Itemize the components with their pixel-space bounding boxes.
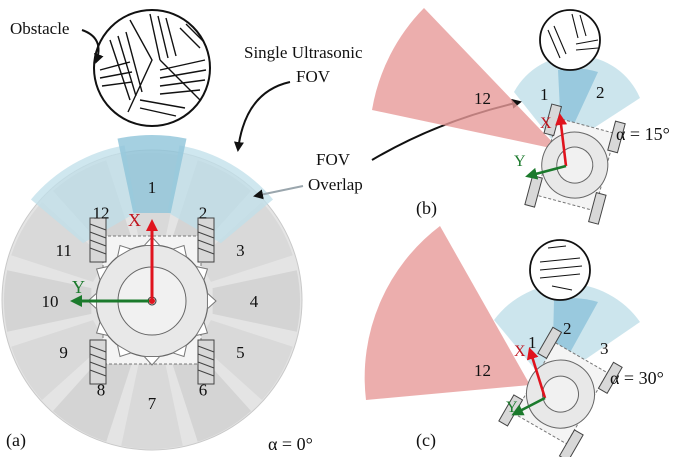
sector-label-9: 9 <box>59 343 68 362</box>
obstacle-shape-c <box>529 239 591 301</box>
panel-label-a: (a) <box>6 430 26 451</box>
sector-label-7: 7 <box>148 394 157 413</box>
single-fov-callout-line1: Single Ultrasonic <box>244 43 363 62</box>
sector-label-2: 2 <box>199 204 208 223</box>
sector-label-c-12: 12 <box>474 361 491 380</box>
fov-sector-7 <box>121 361 183 449</box>
robot-sensor-mount <box>171 244 188 258</box>
sector-label-3: 3 <box>236 241 245 260</box>
obstacle-shape-b <box>539 9 601 71</box>
robot-sensor-mount <box>195 320 209 337</box>
sector-label-11: 11 <box>55 241 71 260</box>
robot-sensor-mount <box>95 265 109 282</box>
x-axis-label-b: X <box>540 115 552 132</box>
robot-sensor-mount <box>195 265 209 282</box>
fov-sector-6 <box>171 347 252 442</box>
panel-c: X Y 12 1 2 3 (c) α = 30° <box>364 226 664 457</box>
sector-label-8: 8 <box>97 380 106 399</box>
sector-label-10: 10 <box>42 292 59 311</box>
robot-c <box>498 326 623 457</box>
sector-label-4: 4 <box>250 292 259 311</box>
sector-label-c-2: 2 <box>563 319 572 338</box>
robot-a <box>70 217 217 385</box>
robot-b <box>524 103 626 225</box>
robot-sensor-mount <box>116 244 133 258</box>
obstacle-callout: Obstacle <box>10 19 69 38</box>
y-axis-label-b: Y <box>514 153 526 170</box>
fov-sector-8 <box>52 347 133 442</box>
y-axis-label-a: Y <box>72 277 85 297</box>
fov-sector-12-red-c <box>364 226 530 400</box>
alpha-label-a: α = 0° <box>268 434 313 454</box>
fov-sector-2-blue <box>167 145 274 244</box>
overlap-callout-line2: Overlap <box>308 175 363 194</box>
panel-label-b: (b) <box>416 198 437 219</box>
sector-label-1: 1 <box>148 178 157 197</box>
robot-sensor-mount <box>206 292 217 310</box>
sector-label-b-1: 1 <box>540 85 549 104</box>
y-axis-label-c: Y <box>506 399 518 416</box>
fov-sector-4 <box>212 270 300 332</box>
fov-sector-1-blue <box>117 135 187 213</box>
fov-sector-10 <box>3 270 92 332</box>
fov-sector-12-blue <box>30 145 137 244</box>
robot-sensor-mount <box>116 344 133 358</box>
robot-sensor-mount <box>143 355 161 366</box>
robot-sensor-mount <box>171 344 188 358</box>
obstacle-shape <box>93 9 211 127</box>
callouts: Obstacle Single Ultrasonic FOV FOV Overl… <box>10 19 522 200</box>
sector-label-12: 12 <box>93 204 110 223</box>
sector-label-c-3: 3 <box>600 339 609 358</box>
robot-sensor-mount <box>95 320 109 337</box>
sector-label-b-12: 12 <box>474 89 491 108</box>
alpha-label-b: α = 15° <box>616 124 670 144</box>
fov-sector-12-red <box>372 8 560 150</box>
fov-sector-9 <box>11 320 106 401</box>
alpha-label-c: α = 30° <box>610 368 664 388</box>
fov-sector-5 <box>198 320 293 401</box>
x-axis-label-a: X <box>128 210 141 230</box>
sector-label-b-2: 2 <box>596 83 605 102</box>
panel-label-c: (c) <box>416 430 436 451</box>
x-axis-label-c: X <box>514 343 526 360</box>
overlap-callout-line1: FOV <box>316 150 351 169</box>
sector-label-6: 6 <box>199 380 208 399</box>
panel-b: X Y 12 1 2 (b) α = 15° <box>372 8 670 225</box>
single-fov-callout-line2: FOV <box>296 67 331 86</box>
fov-sector-11 <box>11 201 106 282</box>
fov-sector-3 <box>198 201 293 282</box>
sector-label-5: 5 <box>236 343 245 362</box>
sector-label-c-1: 1 <box>528 333 537 352</box>
